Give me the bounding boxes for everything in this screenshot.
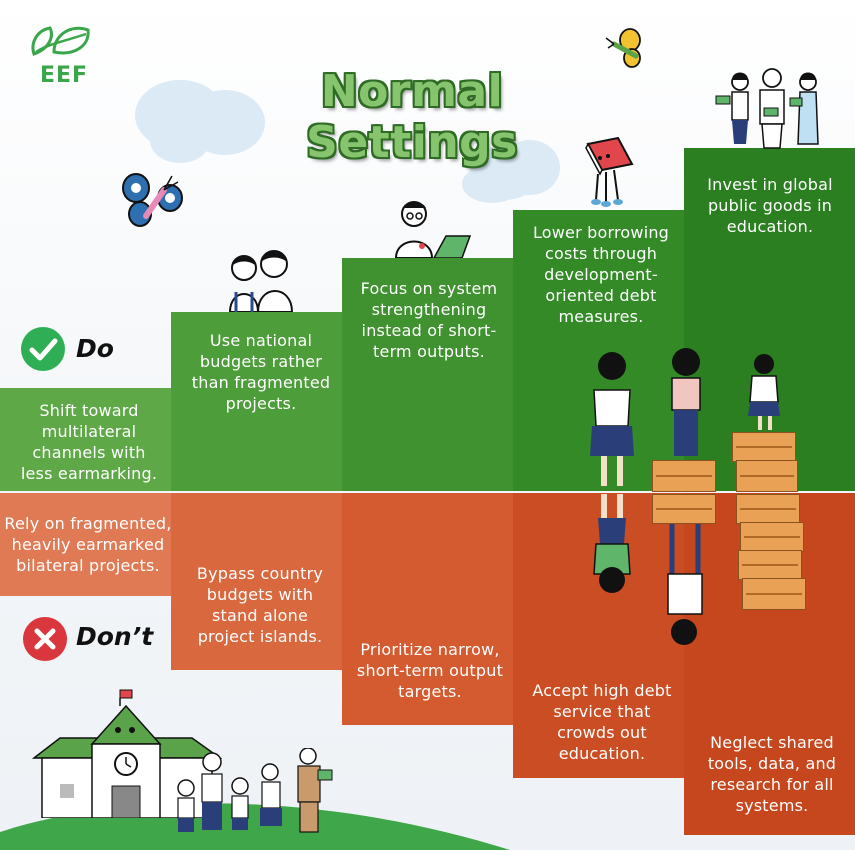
do-step-4-text: Lower borrowing costs through developmen… [532,223,670,326]
children-reflection-icon [593,494,703,645]
do-label: Do [76,334,114,363]
teachers-group-icon [715,68,819,149]
butterfly-icon [122,173,183,227]
dont-step-4 [513,493,684,778]
crate-dont-5 [742,578,806,610]
crate-dont-1 [652,494,716,524]
dont-label: Don’t [76,622,154,651]
children-on-crates-icon [590,348,780,486]
school-building-icon [32,689,222,818]
crate-dont-3 [740,522,804,552]
crate-do-3 [736,460,798,492]
crate-dont-4 [738,550,802,580]
dont-step-4-text: Accept high debt service that crowds out… [532,681,672,763]
students-group-icon [177,748,333,833]
dont-step-5-text: Neglect shared tools, data, and research… [707,733,837,815]
dont-step-2 [171,493,342,670]
cloud-left-3 [150,118,210,163]
book-character-icon [585,136,634,207]
do-step-5-text: Invest in global public goods in educati… [707,175,833,236]
do-step-2 [171,312,342,491]
crate-dont-2 [736,494,800,524]
crate-do-2 [732,432,796,462]
dont-step-3 [342,493,513,725]
leaf-logo-icon [31,26,90,56]
do-step-2-text: Use national budgets rather than fragmen… [191,331,331,413]
crate-do-1 [652,460,716,492]
page-title: Normal Settings [306,66,518,168]
logo-text: EEF [40,63,89,88]
butterfly-small-icon [605,28,641,68]
do-step-3 [342,258,513,491]
dont-step-2-text: Bypass country budgets with stand alone … [196,564,324,646]
person-laptop-icon [394,201,472,258]
check-circle-icon [21,327,65,371]
do-step-1-text: Shift toward multilateral channels with … [20,401,158,483]
do-step-1 [0,388,171,491]
cross-circle-icon [23,617,67,661]
do-step-3-text: Focus on system strengthening instead of… [360,279,498,361]
dont-step-3-text: Prioritize narrow, short-term output tar… [356,640,504,701]
dont-step-1 [0,493,171,596]
dont-step-1-text: Rely on fragmented, heavily earmarked bi… [4,514,172,575]
cloud-mid-3 [462,165,522,203]
students-pair-icon [228,250,294,312]
